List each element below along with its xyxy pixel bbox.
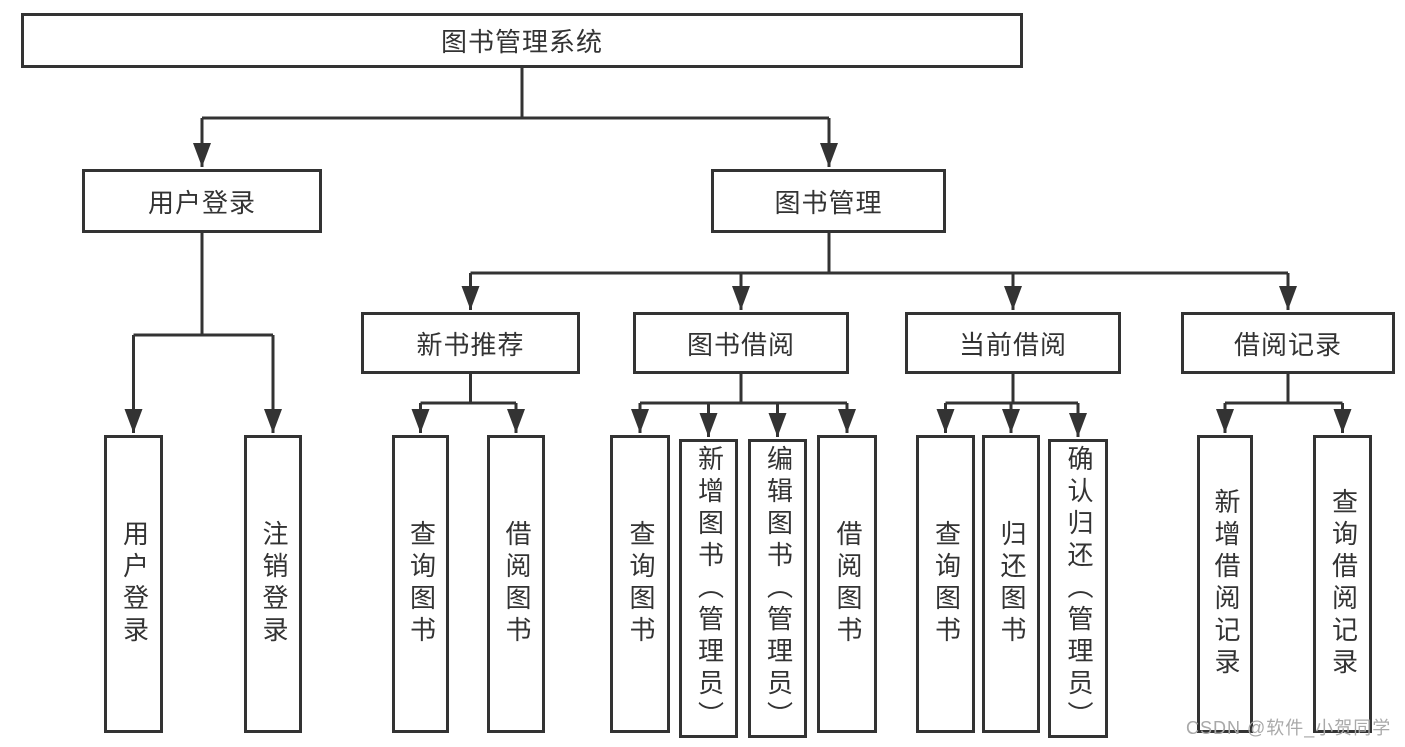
leaf-query-books-2: 查询图书 xyxy=(610,435,670,733)
leaf-query-books-3: 查询图书 xyxy=(916,435,975,733)
leaf-return-books: 归还图书 xyxy=(982,435,1040,733)
leaf-edit-books-admin-label: 编辑图书（管理员） xyxy=(763,444,794,733)
node-root: 图书管理系统 xyxy=(21,13,1023,68)
leaf-confirm-return-admin-label: 确认归还（管理员） xyxy=(1063,444,1094,733)
leaf-borrow-books-1: 借阅图书 xyxy=(487,435,545,733)
leaf-query-books-1: 查询图书 xyxy=(392,435,449,733)
leaf-user-login-label: 用户登录 xyxy=(119,520,150,648)
node-borrowing-records-label: 借阅记录 xyxy=(1233,329,1342,360)
leaf-user-login: 用户登录 xyxy=(104,435,163,733)
node-current-borrowing: 当前借阅 xyxy=(905,312,1121,374)
leaf-borrow-books-1-label: 借阅图书 xyxy=(501,520,532,648)
node-book-borrowing-label: 图书借阅 xyxy=(686,329,795,360)
leaf-add-books-admin-label: 新增图书（管理员） xyxy=(694,444,725,733)
leaf-add-borrow-record: 新增借阅记录 xyxy=(1197,435,1253,733)
node-book-management-label: 图书管理 xyxy=(774,187,883,218)
leaf-borrow-books-2: 借阅图书 xyxy=(817,435,877,733)
node-current-borrowing-label: 当前借阅 xyxy=(958,329,1067,360)
leaf-edit-books-admin: 编辑图书（管理员） xyxy=(748,439,807,738)
node-book-borrowing: 图书借阅 xyxy=(633,312,849,374)
leaf-query-books-2-label: 查询图书 xyxy=(625,520,656,648)
node-user-login-label: 用户登录 xyxy=(147,187,256,218)
leaf-add-borrow-record-label: 新增借阅记录 xyxy=(1210,488,1241,680)
node-new-book-recommend: 新书推荐 xyxy=(361,312,580,374)
leaf-query-books-1-label: 查询图书 xyxy=(406,520,437,648)
node-new-book-recommend-label: 新书推荐 xyxy=(416,329,525,360)
leaf-query-borrow-record: 查询借阅记录 xyxy=(1313,435,1372,733)
node-book-management: 图书管理 xyxy=(711,169,946,233)
leaf-logout: 注销登录 xyxy=(244,435,302,733)
node-borrowing-records: 借阅记录 xyxy=(1181,312,1395,374)
leaf-query-borrow-record-label: 查询借阅记录 xyxy=(1328,488,1359,680)
leaf-add-books-admin: 新增图书（管理员） xyxy=(679,439,738,738)
node-root-label: 图书管理系统 xyxy=(440,27,603,57)
leaf-return-books-label: 归还图书 xyxy=(996,520,1027,648)
leaf-confirm-return-admin: 确认归还（管理员） xyxy=(1048,439,1108,738)
leaf-query-books-3-label: 查询图书 xyxy=(931,520,962,648)
leaf-logout-label: 注销登录 xyxy=(258,520,289,648)
leaf-borrow-books-2-label: 借阅图书 xyxy=(832,520,863,648)
watermark: CSDN @软件_小贺同学 xyxy=(1186,718,1392,738)
node-user-login: 用户登录 xyxy=(82,169,322,233)
